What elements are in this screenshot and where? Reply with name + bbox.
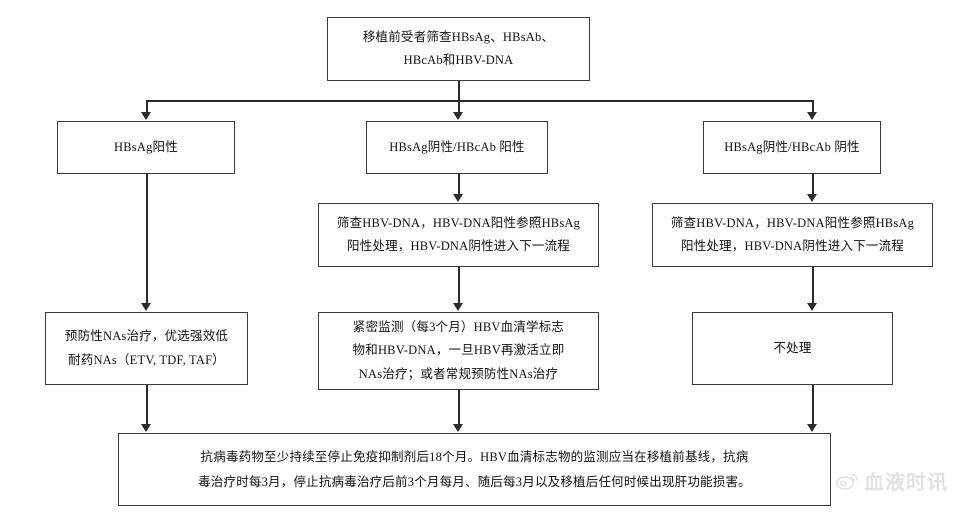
connector-branch-bus bbox=[146, 100, 813, 102]
arrowhead-to-hbsag-positive bbox=[141, 112, 151, 120]
watermark: 血液时讯 bbox=[836, 466, 948, 495]
connector-prophylaxis-to-summary bbox=[146, 385, 148, 425]
node-summary-antiviral-duration: 抗病毒药物至少持续至停止免疫抑制剂后18个月。HBV血清标志物的监测应当在移植前… bbox=[118, 433, 831, 506]
node-hbsag-positive: HBsAg阳性 bbox=[57, 121, 235, 174]
arrowhead-to-hbsag-neg-hbcab-neg bbox=[807, 112, 817, 120]
connector-neg-dna-to-no-action bbox=[812, 267, 814, 304]
node-prophylactic-nas-therapy: 预防性NAs治疗，优选强效低耐药NAs（ETV, TDF, TAF） bbox=[45, 312, 248, 385]
arrowhead-no-action-to-summary bbox=[807, 424, 817, 432]
connector-bus-to-hbsag-positive bbox=[146, 100, 148, 113]
node-hbsag-positive-text: HBsAg阳性 bbox=[114, 139, 178, 154]
node-hbsag-negative-hbcab-positive-text: HBsAg阴性/HBcAb 阳性 bbox=[389, 139, 525, 154]
arrowhead-to-hbsag-neg-hbcab-pos bbox=[453, 112, 463, 120]
connector-hbsag-positive-to-prophylaxis bbox=[146, 174, 148, 304]
watermark-text: 血液时讯 bbox=[864, 470, 948, 494]
connector-mid-to-mid-dna bbox=[458, 174, 460, 195]
arrowhead-to-neg-dna bbox=[807, 194, 817, 202]
connector-root-to-bus bbox=[458, 81, 460, 100]
connector-bus-to-hbsag-neg-hbcab-neg bbox=[812, 100, 814, 113]
node-hbsag-negative-hbcab-negative: HBsAg阴性/HBcAb 阴性 bbox=[703, 121, 881, 174]
connector-mid-dna-to-monitor bbox=[458, 267, 460, 304]
node-pre-transplant-screening: 移植前受者筛查HBsAg、HBsAb、HBcAb和HBV-DNA bbox=[327, 17, 590, 81]
weibo-icon bbox=[836, 471, 860, 491]
node-summary-antiviral-duration-text: 抗病毒药物至少持续至停止免疫抑制剂后18个月。HBV血清标志物的监测应当在移植前… bbox=[198, 449, 751, 489]
node-prophylactic-nas-therapy-text: 预防性NAs治疗，优选强效低耐药NAs（ETV, TDF, TAF） bbox=[64, 329, 229, 367]
node-hbsag-negative-hbcab-positive: HBsAg阴性/HBcAb 阳性 bbox=[366, 121, 548, 174]
node-pre-transplant-screening-text: 移植前受者筛查HBsAg、HBsAb、HBcAb和HBV-DNA bbox=[362, 29, 555, 67]
arrowhead-to-prophylaxis bbox=[141, 303, 151, 311]
connector-bus-to-hbsag-neg-hbcab-pos bbox=[458, 100, 460, 113]
connector-monitor-to-summary bbox=[458, 390, 460, 425]
node-no-action: 不处理 bbox=[692, 312, 893, 385]
node-hbsag-negative-hbcab-negative-text: HBsAg阴性/HBcAb 阴性 bbox=[724, 139, 860, 154]
node-no-action-text: 不处理 bbox=[773, 340, 812, 355]
arrowhead-to-mid-dna bbox=[453, 194, 463, 202]
arrowhead-prophylaxis-to-summary bbox=[141, 424, 151, 432]
arrowhead-to-no-action bbox=[807, 303, 817, 311]
connector-neg-to-neg-dna bbox=[812, 174, 814, 195]
arrowhead-to-monitor bbox=[453, 303, 463, 311]
arrowhead-monitor-to-summary bbox=[453, 424, 463, 432]
connector-no-action-to-summary bbox=[812, 385, 814, 425]
